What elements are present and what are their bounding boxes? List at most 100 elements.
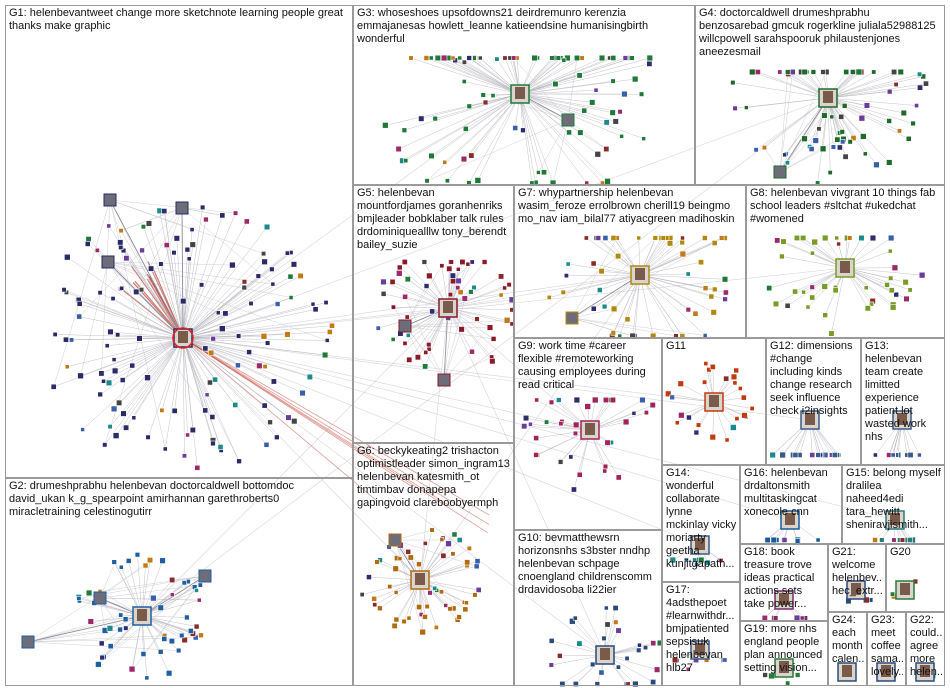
node-avatar xyxy=(584,403,591,410)
edge xyxy=(404,265,443,327)
edge xyxy=(63,289,184,339)
group-label: G19: more nhs england people plan announ… xyxy=(744,623,823,674)
edge xyxy=(27,628,111,643)
node-avatar xyxy=(64,253,71,261)
group-label: G12: dimensions #change including kinds … xyxy=(770,340,853,417)
node-avatar xyxy=(387,584,393,590)
edge xyxy=(769,267,846,289)
node-avatar xyxy=(64,364,70,370)
node-avatar xyxy=(471,284,477,291)
node-avatar xyxy=(359,592,365,598)
node-avatar xyxy=(297,272,304,280)
edge xyxy=(567,57,578,121)
node-avatar xyxy=(718,558,724,564)
node-avatar xyxy=(468,152,475,159)
node-avatar xyxy=(548,399,555,405)
node-avatar xyxy=(779,451,786,459)
node-avatar xyxy=(119,285,125,291)
edge xyxy=(827,97,877,165)
node-avatar xyxy=(144,374,151,381)
node-avatar xyxy=(87,618,94,625)
node-avatar xyxy=(140,224,147,230)
edge xyxy=(107,261,233,266)
node-avatar xyxy=(392,565,399,572)
node-avatar xyxy=(829,114,835,120)
node-avatar xyxy=(462,606,469,613)
node-avatar xyxy=(815,537,821,543)
strong-edge xyxy=(182,337,488,534)
node-avatar xyxy=(199,204,206,211)
edge xyxy=(571,274,641,319)
edge xyxy=(79,316,184,339)
node-avatar xyxy=(118,612,124,618)
node-avatar xyxy=(831,452,838,458)
node-avatar xyxy=(306,373,313,381)
node-avatar xyxy=(610,305,618,313)
edge xyxy=(639,274,706,336)
node-avatar xyxy=(891,537,897,543)
node-avatar xyxy=(215,310,221,316)
node-avatar xyxy=(402,340,408,346)
node-avatar xyxy=(598,268,605,275)
node-avatar xyxy=(601,635,607,642)
node-avatar xyxy=(76,300,83,307)
node-avatar xyxy=(451,531,458,538)
cross-cluster-edge xyxy=(419,274,641,581)
edge xyxy=(110,331,184,339)
node-avatar xyxy=(69,337,75,343)
node-avatar xyxy=(615,474,622,481)
node-avatar xyxy=(474,558,481,565)
node-avatar xyxy=(290,261,298,268)
group-box-g17: G17: 4adsthepoet #learnwithdr... bmjpati… xyxy=(662,582,740,686)
hub-avatar-face xyxy=(635,268,645,280)
cross-cluster-edge xyxy=(182,337,701,546)
edge xyxy=(165,337,184,449)
node-avatar xyxy=(142,562,149,569)
hub-avatar-face xyxy=(779,661,789,673)
node-avatar xyxy=(842,153,849,160)
edge xyxy=(79,303,184,339)
edge xyxy=(831,267,846,334)
node-avatar xyxy=(123,424,130,431)
edge xyxy=(571,317,676,337)
node-avatar xyxy=(287,273,294,280)
node-avatar xyxy=(146,557,154,564)
group-label: G15: belong myself dralilea naheed4edi t… xyxy=(846,467,941,531)
node-avatar xyxy=(590,305,597,312)
node-avatar xyxy=(858,234,865,242)
edge xyxy=(53,199,111,387)
node-avatar xyxy=(104,343,110,349)
edge xyxy=(114,337,184,360)
edge xyxy=(99,559,151,599)
node-avatar xyxy=(486,324,494,331)
group-box-g12: G12: dimensions #change including kinds … xyxy=(766,338,861,465)
hub-avatar xyxy=(388,533,402,547)
node-avatar xyxy=(455,267,461,272)
node-avatar xyxy=(561,57,567,63)
node-avatar xyxy=(610,78,616,84)
node-avatar xyxy=(161,208,168,215)
node-avatar xyxy=(131,415,137,421)
node-avatar xyxy=(97,290,103,296)
node-avatar xyxy=(422,363,429,370)
node-avatar xyxy=(404,314,410,320)
group-label: G22: could... agree more helen... xyxy=(910,614,942,678)
node-avatar xyxy=(84,241,91,247)
node-avatar xyxy=(374,559,380,565)
group-label: G24: each month calen... xyxy=(832,614,864,665)
edge xyxy=(571,317,706,336)
node-avatar xyxy=(210,440,216,447)
node-avatar xyxy=(173,235,180,242)
edge xyxy=(120,230,184,339)
node-avatar xyxy=(621,90,628,98)
group-label: G5: helenbevan mountfordjames goranhenri… xyxy=(357,187,507,251)
node-avatar xyxy=(577,129,584,136)
node-avatar xyxy=(310,301,316,307)
edge xyxy=(120,242,184,339)
group-box-g20: G20 xyxy=(886,544,945,612)
node-avatar xyxy=(391,622,398,629)
node-avatar xyxy=(105,379,113,387)
node-avatar xyxy=(888,275,894,281)
node-avatar xyxy=(512,125,519,131)
node-avatar xyxy=(596,287,603,293)
